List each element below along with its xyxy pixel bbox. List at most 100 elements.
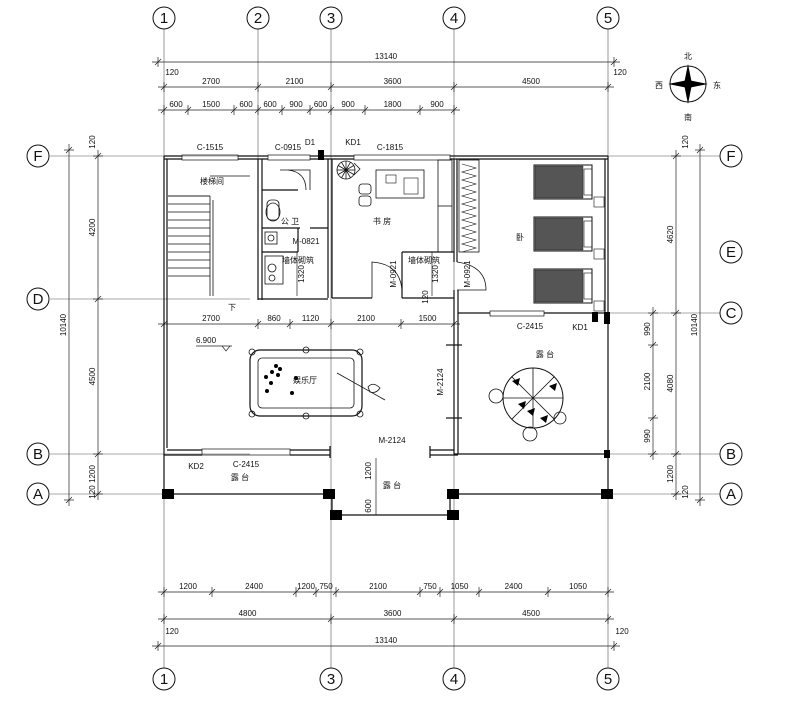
compass-label: 南 xyxy=(684,112,692,122)
axis-bubble xyxy=(152,667,176,691)
desk-monitor xyxy=(403,177,419,195)
chair xyxy=(358,183,372,195)
dim-value: 600 xyxy=(239,100,253,109)
terrace-chair xyxy=(488,388,504,404)
axis-bubble xyxy=(442,667,466,691)
dim-value: 3600 xyxy=(384,609,402,618)
billiard-ball xyxy=(290,391,294,395)
umbrella-panel xyxy=(527,408,535,416)
dim-slash xyxy=(160,83,168,91)
plant-leaf xyxy=(345,169,351,178)
axis-label: F xyxy=(33,148,42,165)
axis-label: 4 xyxy=(450,10,458,27)
column xyxy=(604,450,610,458)
room-label: 楼梯间 xyxy=(200,176,224,186)
dim-value: 1500 xyxy=(419,314,437,323)
dim-value: 1320 xyxy=(431,265,440,283)
dim-slash xyxy=(286,320,294,328)
billiard-ball xyxy=(278,367,282,371)
umbrella-rib xyxy=(532,376,555,399)
dim-slash xyxy=(544,588,552,596)
dim-slash xyxy=(254,106,262,114)
axis-bubble xyxy=(26,482,50,506)
dim-slash xyxy=(649,450,657,458)
door-tag: M-2124 xyxy=(436,368,445,396)
dim-value: 2100 xyxy=(357,314,375,323)
nightstand xyxy=(593,248,605,260)
dim-slash xyxy=(208,588,216,596)
axis-label: 4 xyxy=(450,671,458,688)
door-tag: M-0921 xyxy=(389,260,398,288)
umbrella-panel xyxy=(512,378,520,386)
axis-label: 5 xyxy=(604,671,612,688)
dim-value: 120 xyxy=(681,135,690,149)
dim-value: 120 xyxy=(165,68,179,77)
dim-value: 10140 xyxy=(59,313,68,336)
axis-label: C xyxy=(726,305,737,322)
umbrella-panel xyxy=(518,401,526,409)
room-label: 书 房 xyxy=(373,216,391,226)
dim-value: 2700 xyxy=(202,77,220,86)
nightstand xyxy=(593,300,605,312)
bedroom-door-swing xyxy=(456,261,487,291)
umbrella-panel xyxy=(540,415,548,423)
dim-value: 2400 xyxy=(505,582,523,591)
dim-slash xyxy=(450,106,458,114)
player-figure xyxy=(367,383,381,393)
dim-value: 4200 xyxy=(88,218,97,236)
column xyxy=(323,489,335,499)
dim-slash xyxy=(696,146,704,154)
dim-slash xyxy=(254,83,262,91)
plant-leaf xyxy=(338,169,347,175)
dim-slash xyxy=(649,414,657,422)
column xyxy=(601,489,613,499)
dim-value: 2100 xyxy=(286,77,304,86)
pocket xyxy=(248,348,256,356)
dim-slash xyxy=(610,642,618,650)
column xyxy=(447,510,459,520)
toilet-bowl xyxy=(265,202,281,222)
bed-pillow xyxy=(583,168,593,196)
washbasin xyxy=(264,231,278,245)
dim-slash xyxy=(230,106,238,114)
column xyxy=(162,489,174,499)
terrace-chair xyxy=(553,411,567,425)
window-tag: C-2415 xyxy=(517,322,544,331)
dim-value: 4080 xyxy=(666,374,675,392)
dim-slash xyxy=(94,490,102,498)
dim-value: 1500 xyxy=(202,100,220,109)
door-tag: KD1 xyxy=(572,323,588,332)
dim-slash xyxy=(292,588,300,596)
dim-value: 1800 xyxy=(384,100,402,109)
dim-slash xyxy=(184,106,192,114)
axis-bubble xyxy=(596,6,620,30)
window-tag: C-1515 xyxy=(197,143,224,152)
pocket xyxy=(302,412,310,420)
dim-value: 120 xyxy=(88,485,97,499)
axis-bubble xyxy=(719,482,743,506)
dim-slash xyxy=(160,615,168,623)
shower-tray xyxy=(264,255,284,285)
axis-label: 1 xyxy=(160,671,168,688)
axis-bubble xyxy=(719,442,743,466)
axis-bubble xyxy=(152,6,176,30)
dim-slash xyxy=(327,320,335,328)
toilet-tank xyxy=(266,199,280,221)
window-tag: C-2415 xyxy=(233,460,260,469)
column xyxy=(318,150,324,160)
axis-label: A xyxy=(33,486,43,503)
pocket xyxy=(356,348,364,356)
dim-slash xyxy=(65,496,73,504)
dim-value: 120 xyxy=(165,627,179,636)
dim-value: 2700 xyxy=(202,314,220,323)
plant-stem xyxy=(353,162,361,176)
bed-pillow xyxy=(583,272,593,300)
dim-slash xyxy=(94,152,102,160)
dim-slash xyxy=(475,588,483,596)
dim-slash xyxy=(450,83,458,91)
dim-slash xyxy=(254,320,262,328)
billiard-ball xyxy=(276,373,280,377)
elevation-triangle xyxy=(221,345,231,352)
axis-label: 3 xyxy=(327,671,335,688)
